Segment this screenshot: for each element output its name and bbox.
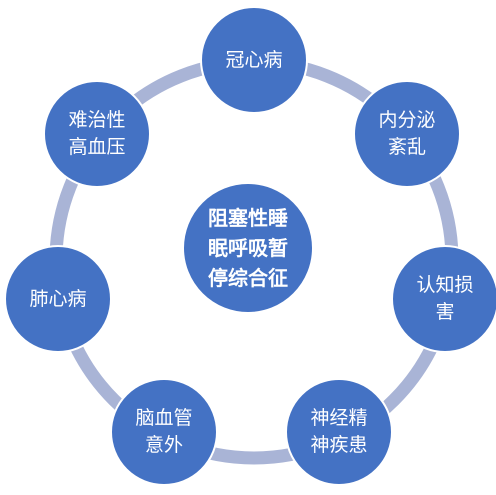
node-label-line: 脑血管	[135, 407, 193, 429]
node-neuropsychiatric-disorder: 神经精 神疾患	[285, 378, 393, 486]
node-label-line: 冠心病	[225, 48, 283, 71]
node-label-line: 神疾患	[310, 434, 368, 456]
node-label-line: 认知损	[416, 274, 474, 296]
node-label-line: 肺心病	[29, 287, 87, 310]
node-cerebrovascular-accident: 脑血管 意外	[110, 378, 218, 486]
node-label-line: 意外	[144, 434, 183, 456]
center-line-3: 停综合征	[208, 266, 288, 290]
node-coronary-heart-disease: 冠心病	[200, 6, 308, 114]
center-line-2: 眠呼吸暂	[208, 236, 288, 260]
node-pulmonary-heart-disease: 肺心病	[4, 245, 112, 353]
node-label-line: 难治性	[68, 109, 126, 131]
node-label-line: 紊乱	[387, 136, 426, 158]
center-node-osahs: 阻塞性睡 眠呼吸暂 停综合征	[182, 182, 314, 314]
node-label-line: 神经精	[310, 407, 368, 429]
node-cognitive-impairment: 认知损 害	[391, 245, 496, 353]
center-line-1: 阻塞性睡	[208, 206, 288, 230]
node-label-line: 内分泌	[378, 109, 436, 131]
node-label-line: 害	[435, 301, 455, 323]
node-refractory-hypertension: 难治性 高血压	[43, 80, 151, 188]
node-label-line: 高血压	[68, 136, 126, 158]
node-endocrine-disorder: 内分泌 紊乱	[353, 80, 461, 188]
